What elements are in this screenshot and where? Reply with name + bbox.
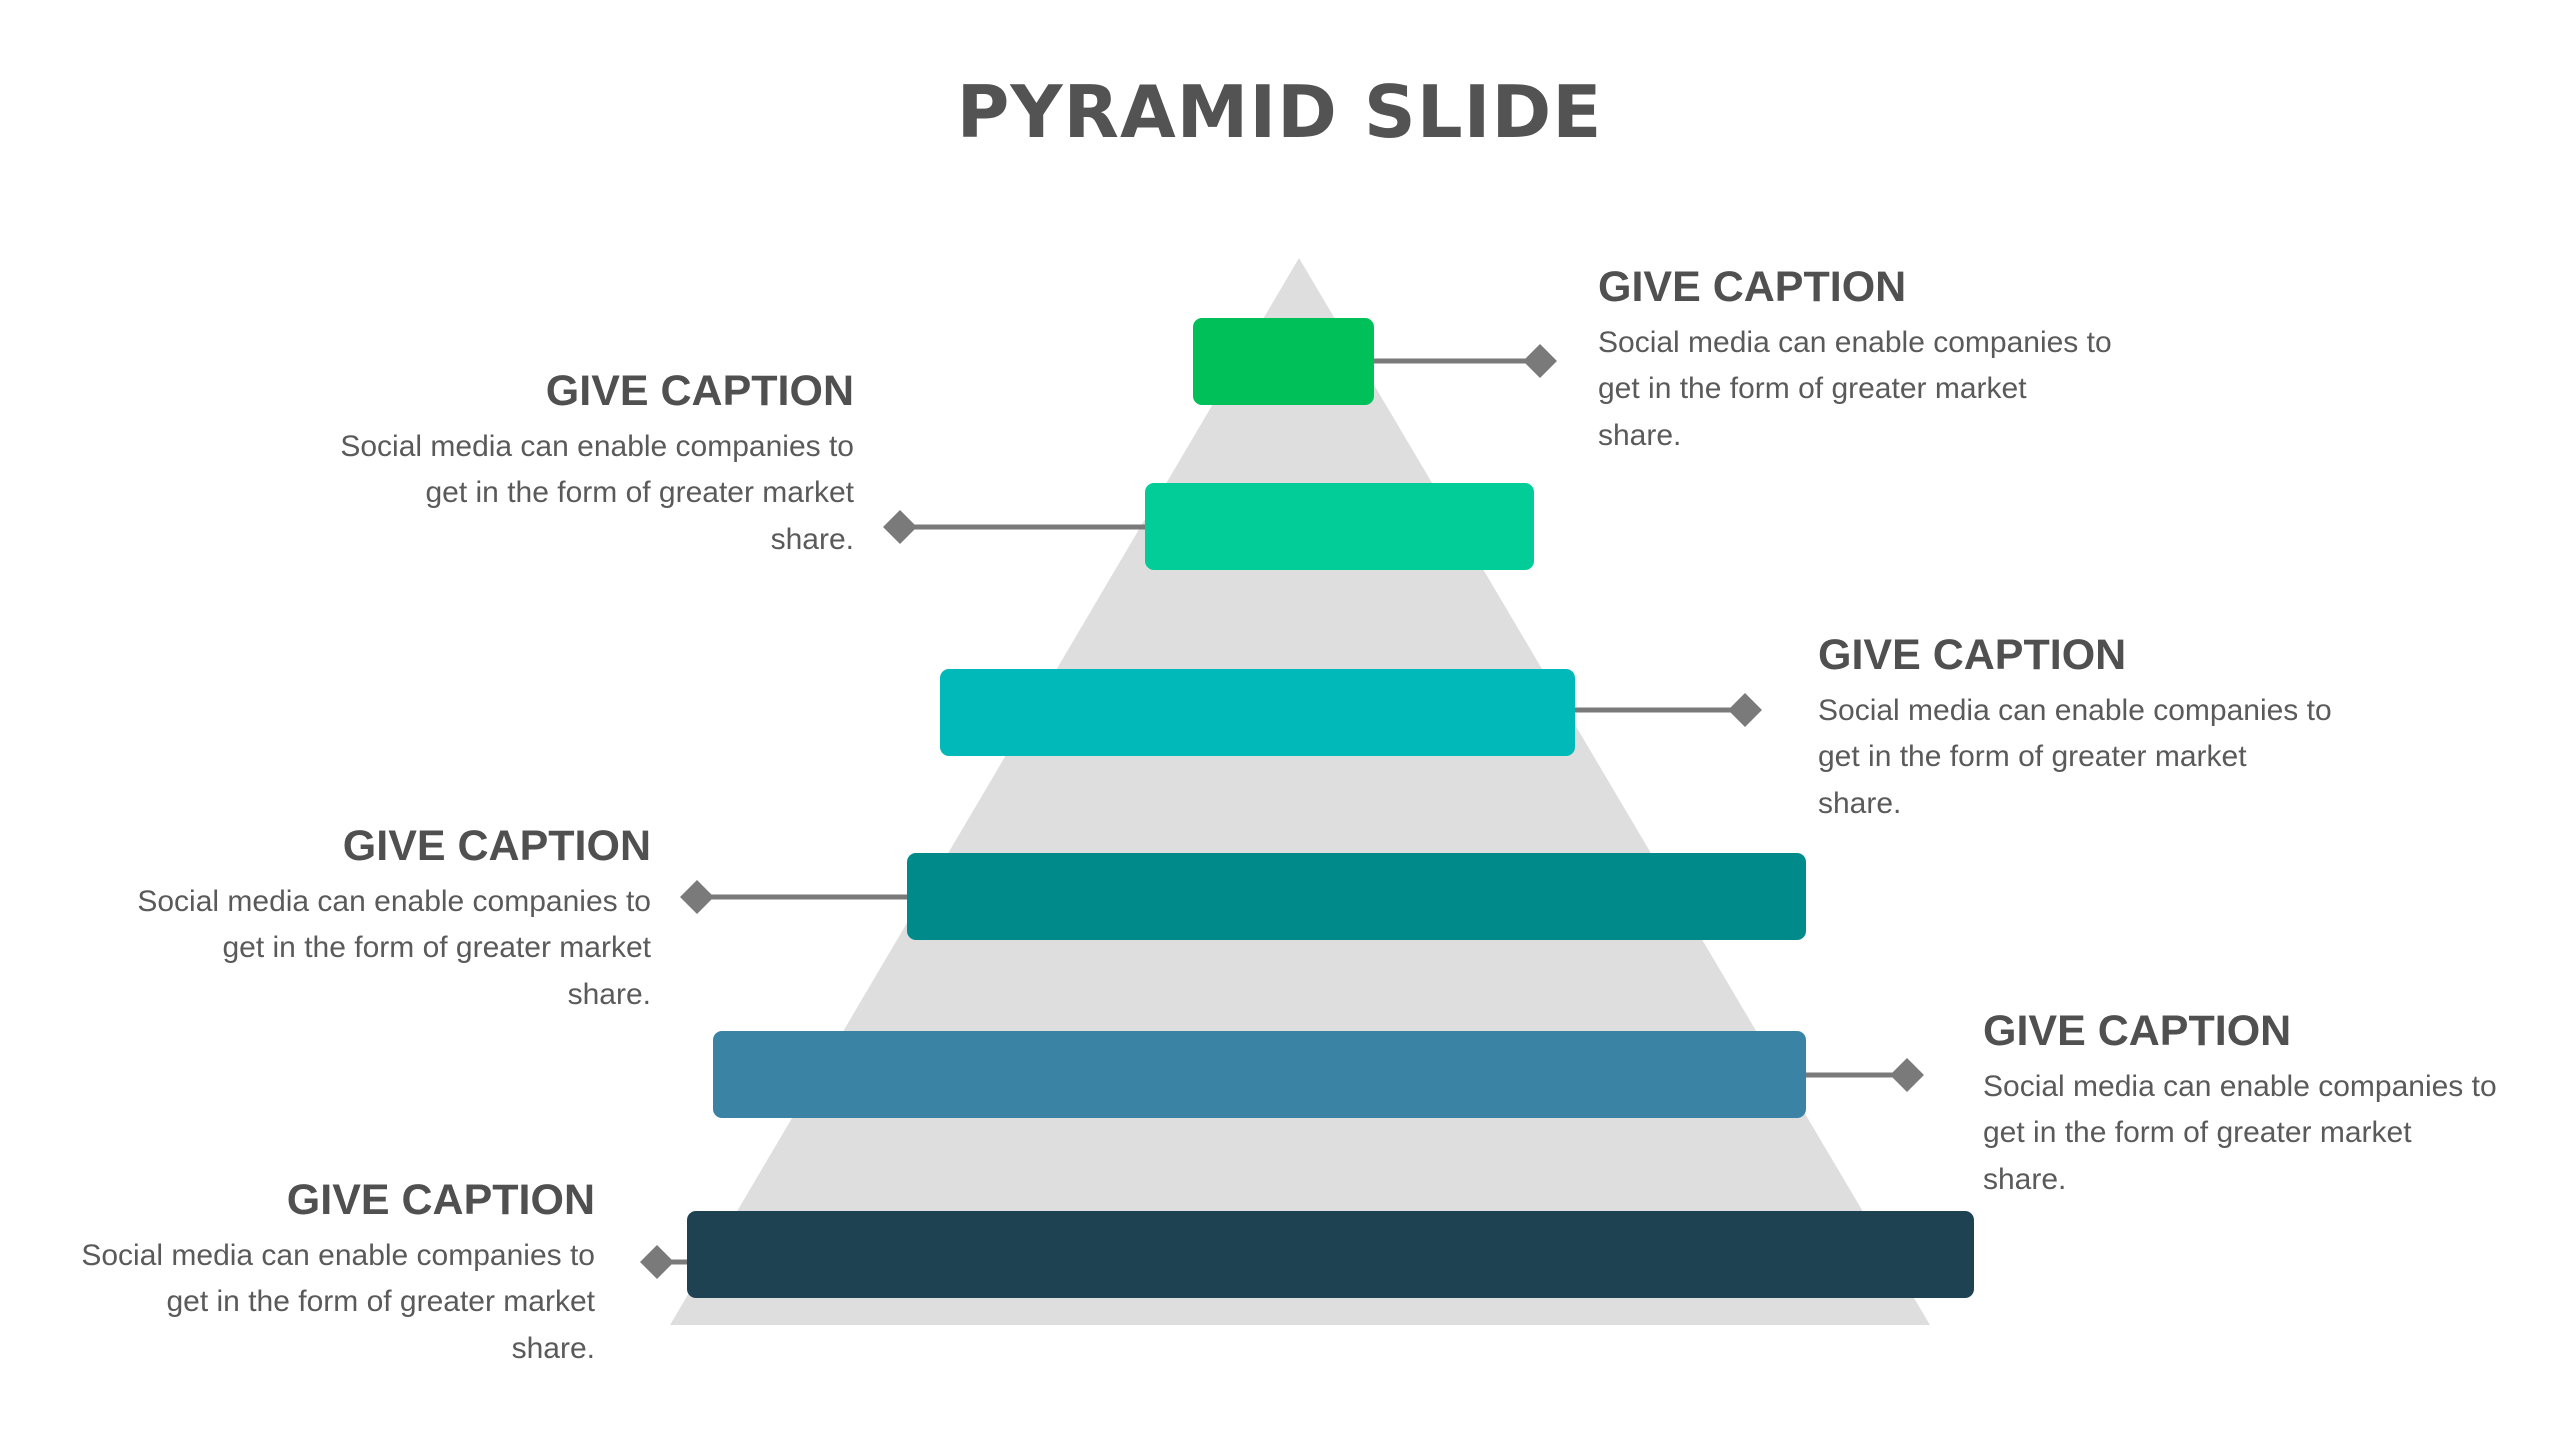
caption-level-6: GIVE CAPTION Social media can enable com…: [35, 1175, 595, 1372]
caption-text: Social media can enable companies to get…: [1818, 693, 2332, 820]
pyramid-bar-level-4: [907, 853, 1806, 940]
caption-heading: GIVE CAPTION: [1598, 263, 1907, 311]
caption-heading: GIVE CAPTION: [286, 1176, 595, 1224]
caption-text: Social media can enable companies to get…: [1598, 325, 2112, 452]
pyramid-bar-level-2: [1145, 483, 1534, 570]
connector-marker-6: [640, 1245, 674, 1279]
connector-marker-1: [1523, 344, 1557, 378]
caption-heading: GIVE CAPTION: [545, 367, 854, 415]
caption-heading: GIVE CAPTION: [342, 822, 651, 870]
pyramid-bar-level-1: [1193, 318, 1374, 405]
caption-text: Social media can enable companies to get…: [81, 1238, 595, 1365]
pyramid-bar-level-3: [940, 669, 1575, 756]
caption-level-4: GIVE CAPTION Social media can enable com…: [91, 821, 651, 1018]
caption-level-2: GIVE CAPTION Social media can enable com…: [294, 366, 854, 563]
caption-level-3: GIVE CAPTION Social media can enable com…: [1818, 630, 2378, 827]
connector-marker-3: [1728, 693, 1762, 727]
connector-marker-4: [680, 880, 714, 914]
caption-level-5: GIVE CAPTION Social media can enable com…: [1983, 1006, 2543, 1203]
caption-heading: GIVE CAPTION: [1983, 1007, 2292, 1055]
caption-level-1: GIVE CAPTION Social media can enable com…: [1598, 262, 2158, 459]
caption-text: Social media can enable companies to get…: [137, 884, 651, 1011]
pyramid-bar-level-6: [687, 1211, 1974, 1298]
caption-heading: GIVE CAPTION: [1818, 631, 2127, 679]
slide-title: PYRAMID SLIDE: [956, 70, 1603, 154]
caption-text: Social media can enable companies to get…: [340, 429, 854, 556]
connector-marker-5: [1890, 1058, 1924, 1092]
caption-text: Social media can enable companies to get…: [1983, 1069, 2497, 1196]
pyramid-bar-level-5: [713, 1031, 1806, 1118]
connector-marker-2: [883, 510, 917, 544]
